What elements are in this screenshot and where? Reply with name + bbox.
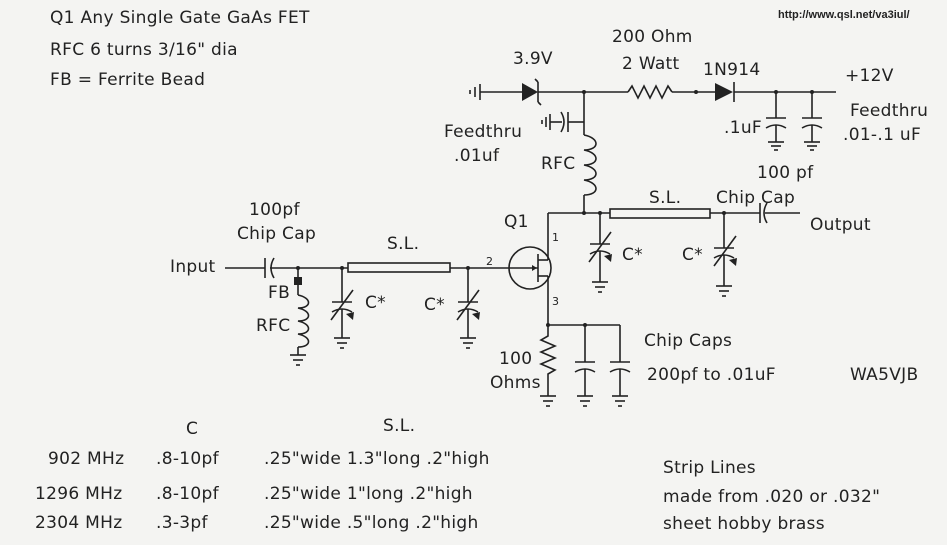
in-cap-value-label: 100pf [249, 200, 300, 220]
out-cap-value-label: 100 pf [757, 163, 814, 183]
notes-line: made from .020 or .032" [663, 487, 881, 507]
table-cell-c: .8-10pf [156, 484, 219, 504]
header-rfc-note: RFC 6 turns 3/16" dia [50, 40, 238, 60]
drain-feed [541, 92, 610, 248]
c-star-label: C* [622, 245, 643, 265]
supply-label: +12V [845, 66, 894, 86]
supply-rail [469, 78, 836, 151]
in-strip-line-label: S.L. [387, 234, 420, 254]
table-cell-c: .8-10pf [156, 449, 219, 469]
source-resistor-unit: Ohms [490, 373, 541, 393]
table-header-c: C [186, 419, 199, 439]
table-header-sl: S.L. [383, 416, 416, 436]
drain-rfc-label: RFC [541, 154, 576, 174]
pin2-label: 2 [486, 255, 494, 268]
feedthru-right-value: .01-.1 uF [843, 125, 922, 145]
q1-label: Q1 [504, 212, 529, 232]
out-strip-line-label: S.L. [649, 188, 682, 208]
table-cell-sl: .25"wide 1"long .2"high [264, 484, 473, 504]
pin3-label: 3 [552, 295, 560, 308]
cap-1uf-label: .1uF [724, 118, 762, 138]
header-fb-note: FB = Ferrite Bead [50, 70, 206, 90]
author-label: WA5VJB [850, 365, 919, 385]
out-chip-cap-label: Chip Cap [716, 188, 796, 208]
table-cell-freq: 902 MHz [48, 449, 125, 469]
input-network [225, 257, 520, 366]
c-star-label: C* [424, 295, 445, 315]
chip-caps-range-label: 200pf to .01uF [647, 365, 776, 385]
input-label: Input [170, 257, 216, 277]
q1-fet [508, 246, 552, 290]
resistor-power-label: 2 Watt [622, 54, 680, 74]
output-network [588, 202, 800, 297]
zener-label: 3.9V [513, 49, 553, 69]
header-title: Q1 Any Single Gate GaAs FET [50, 8, 310, 28]
source-network [538, 290, 631, 407]
c-star-label: C* [682, 245, 703, 265]
pin1-label: 1 [552, 231, 560, 244]
notes-line: Strip Lines [663, 458, 756, 478]
table-cell-c: .3-3pf [156, 513, 208, 533]
feedthru-left-value: .01uf [454, 146, 500, 166]
gate-rfc-label: RFC [256, 316, 291, 336]
feedthru-right-label: Feedthru [850, 101, 929, 121]
feedthru-left-label: Feedthru [444, 122, 523, 142]
table-cell-freq: 1296 MHz [35, 484, 123, 504]
in-chip-cap-label: Chip Cap [237, 224, 317, 244]
c-star-label: C* [365, 293, 386, 313]
diode-label: 1N914 [703, 60, 761, 80]
table-cell-freq: 2304 MHz [35, 513, 123, 533]
chip-caps-label: Chip Caps [644, 331, 733, 351]
notes-line: sheet hobby brass [663, 514, 825, 534]
source-url: http://www.qsl.net/va3iul/ [778, 9, 910, 21]
table-cell-sl: .25"wide 1.3"long .2"high [264, 449, 490, 469]
table-cell-sl: .25"wide .5"long .2"high [264, 513, 479, 533]
resistor-value-label: 200 Ohm [612, 27, 693, 47]
ferrite-bead-label: FB [268, 283, 291, 303]
source-resistor-value: 100 [499, 349, 533, 369]
output-label: Output [810, 215, 871, 235]
